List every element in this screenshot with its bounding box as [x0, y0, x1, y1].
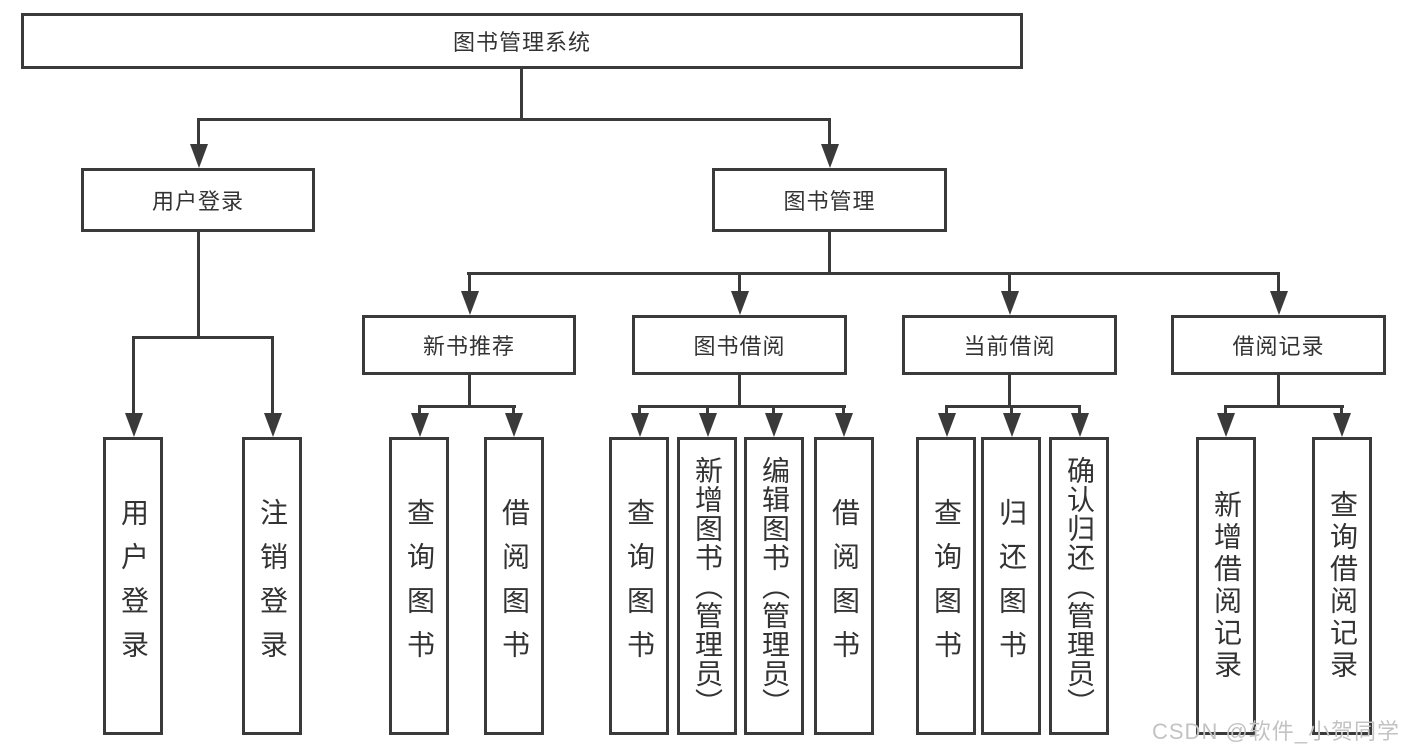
arrow-down-icon — [738, 272, 741, 291]
connector-borrow-bar — [638, 405, 846, 408]
arrow-down-icon — [271, 336, 274, 413]
connector-borrow-stem — [738, 375, 741, 405]
node-borrow-records: 借阅记录 — [1171, 315, 1386, 375]
arrow-down-icon — [945, 405, 948, 413]
leaf-confirm-return-admin-label: 确认归还（管理员） — [1064, 455, 1095, 717]
leaf-user-login-label: 用户登录 — [118, 498, 149, 674]
leaf-borrow-book: 借阅图书 — [814, 437, 874, 735]
connector-current-stem — [1008, 375, 1011, 405]
arrow-down-icon — [1010, 405, 1013, 413]
connector-root-stem — [520, 69, 523, 118]
node-new-book-recommend: 新书推荐 — [362, 315, 576, 375]
arrow-down-icon — [772, 405, 775, 413]
leaf-add-borrow-record: 新增借阅记录 — [1196, 437, 1256, 735]
leaf-current-query-book-label: 查询图书 — [931, 498, 962, 674]
node-root-label: 图书管理系统 — [452, 30, 591, 55]
leaf-return-book: 归还图书 — [981, 437, 1041, 735]
arrow-down-icon — [468, 272, 471, 291]
connector-login-bar — [132, 336, 274, 339]
connector-root-bar — [197, 118, 831, 121]
arrow-down-icon — [1008, 272, 1011, 291]
node-book-management: 图书管理 — [712, 168, 947, 232]
connector-records-stem — [1277, 375, 1280, 405]
node-book-management-label: 图书管理 — [783, 189, 876, 214]
leaf-borrow-query-book: 查询图书 — [609, 437, 669, 735]
leaf-recommend-borrow-book-label: 借阅图书 — [499, 498, 530, 674]
leaf-user-login: 用户登录 — [103, 437, 163, 735]
leaf-add-book-admin-label: 新增图书（管理员） — [692, 455, 723, 717]
arrow-down-icon — [706, 405, 709, 413]
connector-recommend-stem — [468, 375, 471, 405]
watermark: CSDN @软件_小贺同学 — [1152, 719, 1401, 744]
connector-current-bar — [945, 405, 1081, 408]
node-book-borrow-label: 图书借阅 — [693, 334, 786, 359]
node-user-login: 用户登录 — [81, 168, 315, 232]
leaf-add-borrow-record-label: 新增借阅记录 — [1211, 490, 1242, 682]
arrow-down-icon — [1224, 405, 1227, 413]
node-user-login-label: 用户登录 — [151, 189, 244, 214]
leaf-recommend-borrow-book: 借阅图书 — [484, 437, 544, 735]
arrow-down-icon — [828, 118, 831, 144]
leaf-borrow-query-book-label: 查询图书 — [624, 498, 655, 674]
node-current-borrow: 当前借阅 — [902, 315, 1117, 375]
leaf-edit-book-admin-label: 编辑图书（管理员） — [759, 455, 790, 717]
leaf-logout: 注销登录 — [242, 437, 302, 735]
connector-recommend-bar — [418, 405, 516, 408]
leaf-query-borrow-record-label: 查询借阅记录 — [1327, 490, 1358, 682]
node-new-book-recommend-label: 新书推荐 — [422, 334, 515, 359]
arrow-down-icon — [197, 118, 200, 144]
arrow-down-icon — [1277, 272, 1280, 291]
leaf-recommend-query-book-label: 查询图书 — [404, 498, 435, 674]
node-borrow-records-label: 借阅记录 — [1232, 334, 1325, 359]
leaf-current-query-book: 查询图书 — [916, 437, 976, 735]
connector-login-stem — [197, 232, 200, 336]
node-book-borrow: 图书借阅 — [632, 315, 847, 375]
arrow-down-icon — [418, 405, 421, 413]
connector-records-bar — [1225, 405, 1344, 408]
leaf-logout-label: 注销登录 — [257, 498, 288, 674]
leaf-borrow-book-label: 借阅图书 — [829, 498, 860, 674]
node-current-borrow-label: 当前借阅 — [963, 334, 1056, 359]
connector-mgmt-bar — [467, 272, 1280, 275]
arrow-down-icon — [1340, 405, 1343, 413]
leaf-return-book-label: 归还图书 — [996, 498, 1027, 674]
arrow-down-icon — [1078, 405, 1081, 413]
arrow-down-icon — [638, 405, 641, 413]
arrow-down-icon — [842, 405, 845, 413]
leaf-add-book-admin: 新增图书（管理员） — [677, 437, 737, 735]
connector-mgmt-stem — [828, 232, 831, 272]
arrow-down-icon — [132, 336, 135, 413]
leaf-recommend-query-book: 查询图书 — [389, 437, 449, 735]
leaf-confirm-return-admin: 确认归还（管理员） — [1049, 437, 1109, 735]
node-root: 图书管理系统 — [21, 13, 1023, 69]
arrow-down-icon — [512, 405, 515, 413]
leaf-query-borrow-record: 查询借阅记录 — [1312, 437, 1372, 735]
leaf-edit-book-admin: 编辑图书（管理员） — [744, 437, 804, 735]
